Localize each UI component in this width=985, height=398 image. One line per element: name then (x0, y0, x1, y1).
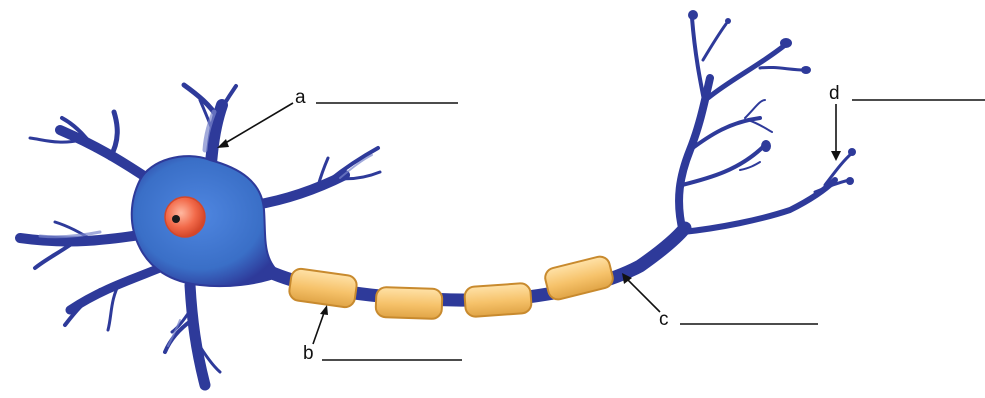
myelin-segment (464, 283, 532, 318)
synaptic-knob (780, 38, 792, 48)
cell-body (132, 156, 282, 286)
synaptic-knob (725, 18, 731, 24)
label-lines (222, 100, 985, 360)
arrow-b (313, 310, 325, 344)
label-a: a (295, 88, 306, 107)
nucleolus (172, 215, 180, 223)
arrowhead-b (320, 305, 328, 315)
nucleus (165, 197, 205, 237)
myelin-sheath (288, 254, 615, 319)
axon-terminals (679, 18, 852, 232)
synaptic-knob (688, 10, 698, 20)
label-c: c (659, 310, 669, 329)
myelin-segment (375, 287, 442, 319)
arrowhead-d (831, 151, 841, 161)
label-d: d (829, 84, 840, 103)
myelin-segment (543, 254, 615, 301)
arrow-c (626, 278, 660, 312)
synaptic-knob (801, 66, 811, 74)
label-b: b (303, 344, 314, 363)
synaptic-knob (846, 177, 854, 185)
myelin-segment (288, 268, 358, 309)
synaptic-knob (848, 148, 856, 156)
synaptic-knob (761, 140, 771, 152)
arrow-a (222, 103, 293, 145)
